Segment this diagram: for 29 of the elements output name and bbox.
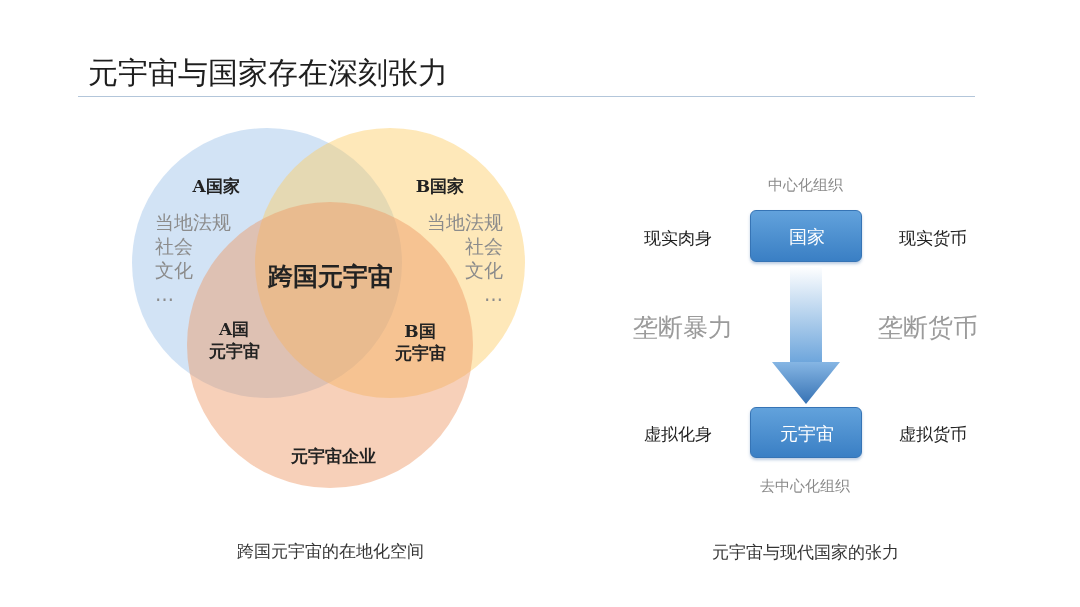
set-heading: A国家: [192, 174, 240, 198]
list-item: …: [484, 281, 503, 307]
set-heading: 元宇宙企业: [290, 444, 376, 468]
panel-caption: 元宇宙与现代国家的张力: [711, 540, 899, 564]
set-heading: B国家: [415, 174, 465, 198]
list-item: 当地法规: [155, 209, 231, 235]
side-term: 虚拟化身: [644, 422, 712, 446]
node-label: 元宇宙: [780, 421, 834, 446]
overlap-label: B国元宇宙: [394, 319, 446, 365]
side-term: 虚拟货币: [899, 422, 967, 446]
list-item: 社会: [465, 233, 503, 259]
title: 元宇宙与国家存在深刻张力: [88, 53, 448, 92]
process-box: [750, 210, 862, 262]
caption-text: 中心化组织: [767, 176, 843, 196]
panel-caption: 跨国元宇宙的在地化空间: [236, 539, 424, 563]
list-item: 当地法规: [427, 209, 503, 235]
side-term: 现实货币: [899, 226, 967, 250]
node-label: 国家: [789, 225, 825, 249]
list-item: 文化: [155, 257, 193, 283]
overlap-label: 跨国元宇宙: [267, 260, 393, 293]
list-item: 文化: [465, 257, 503, 283]
list-item: 社会: [155, 233, 193, 259]
side-label: 垄断暴力: [633, 311, 733, 344]
overlap-label: A国元宇宙: [208, 317, 260, 363]
list-item: …: [155, 281, 174, 307]
side-label: 垄断货币: [878, 311, 978, 344]
process-box: [750, 407, 862, 458]
side-term: 现实肉身: [644, 226, 712, 250]
caption-text: 去中心化组织: [760, 477, 850, 497]
